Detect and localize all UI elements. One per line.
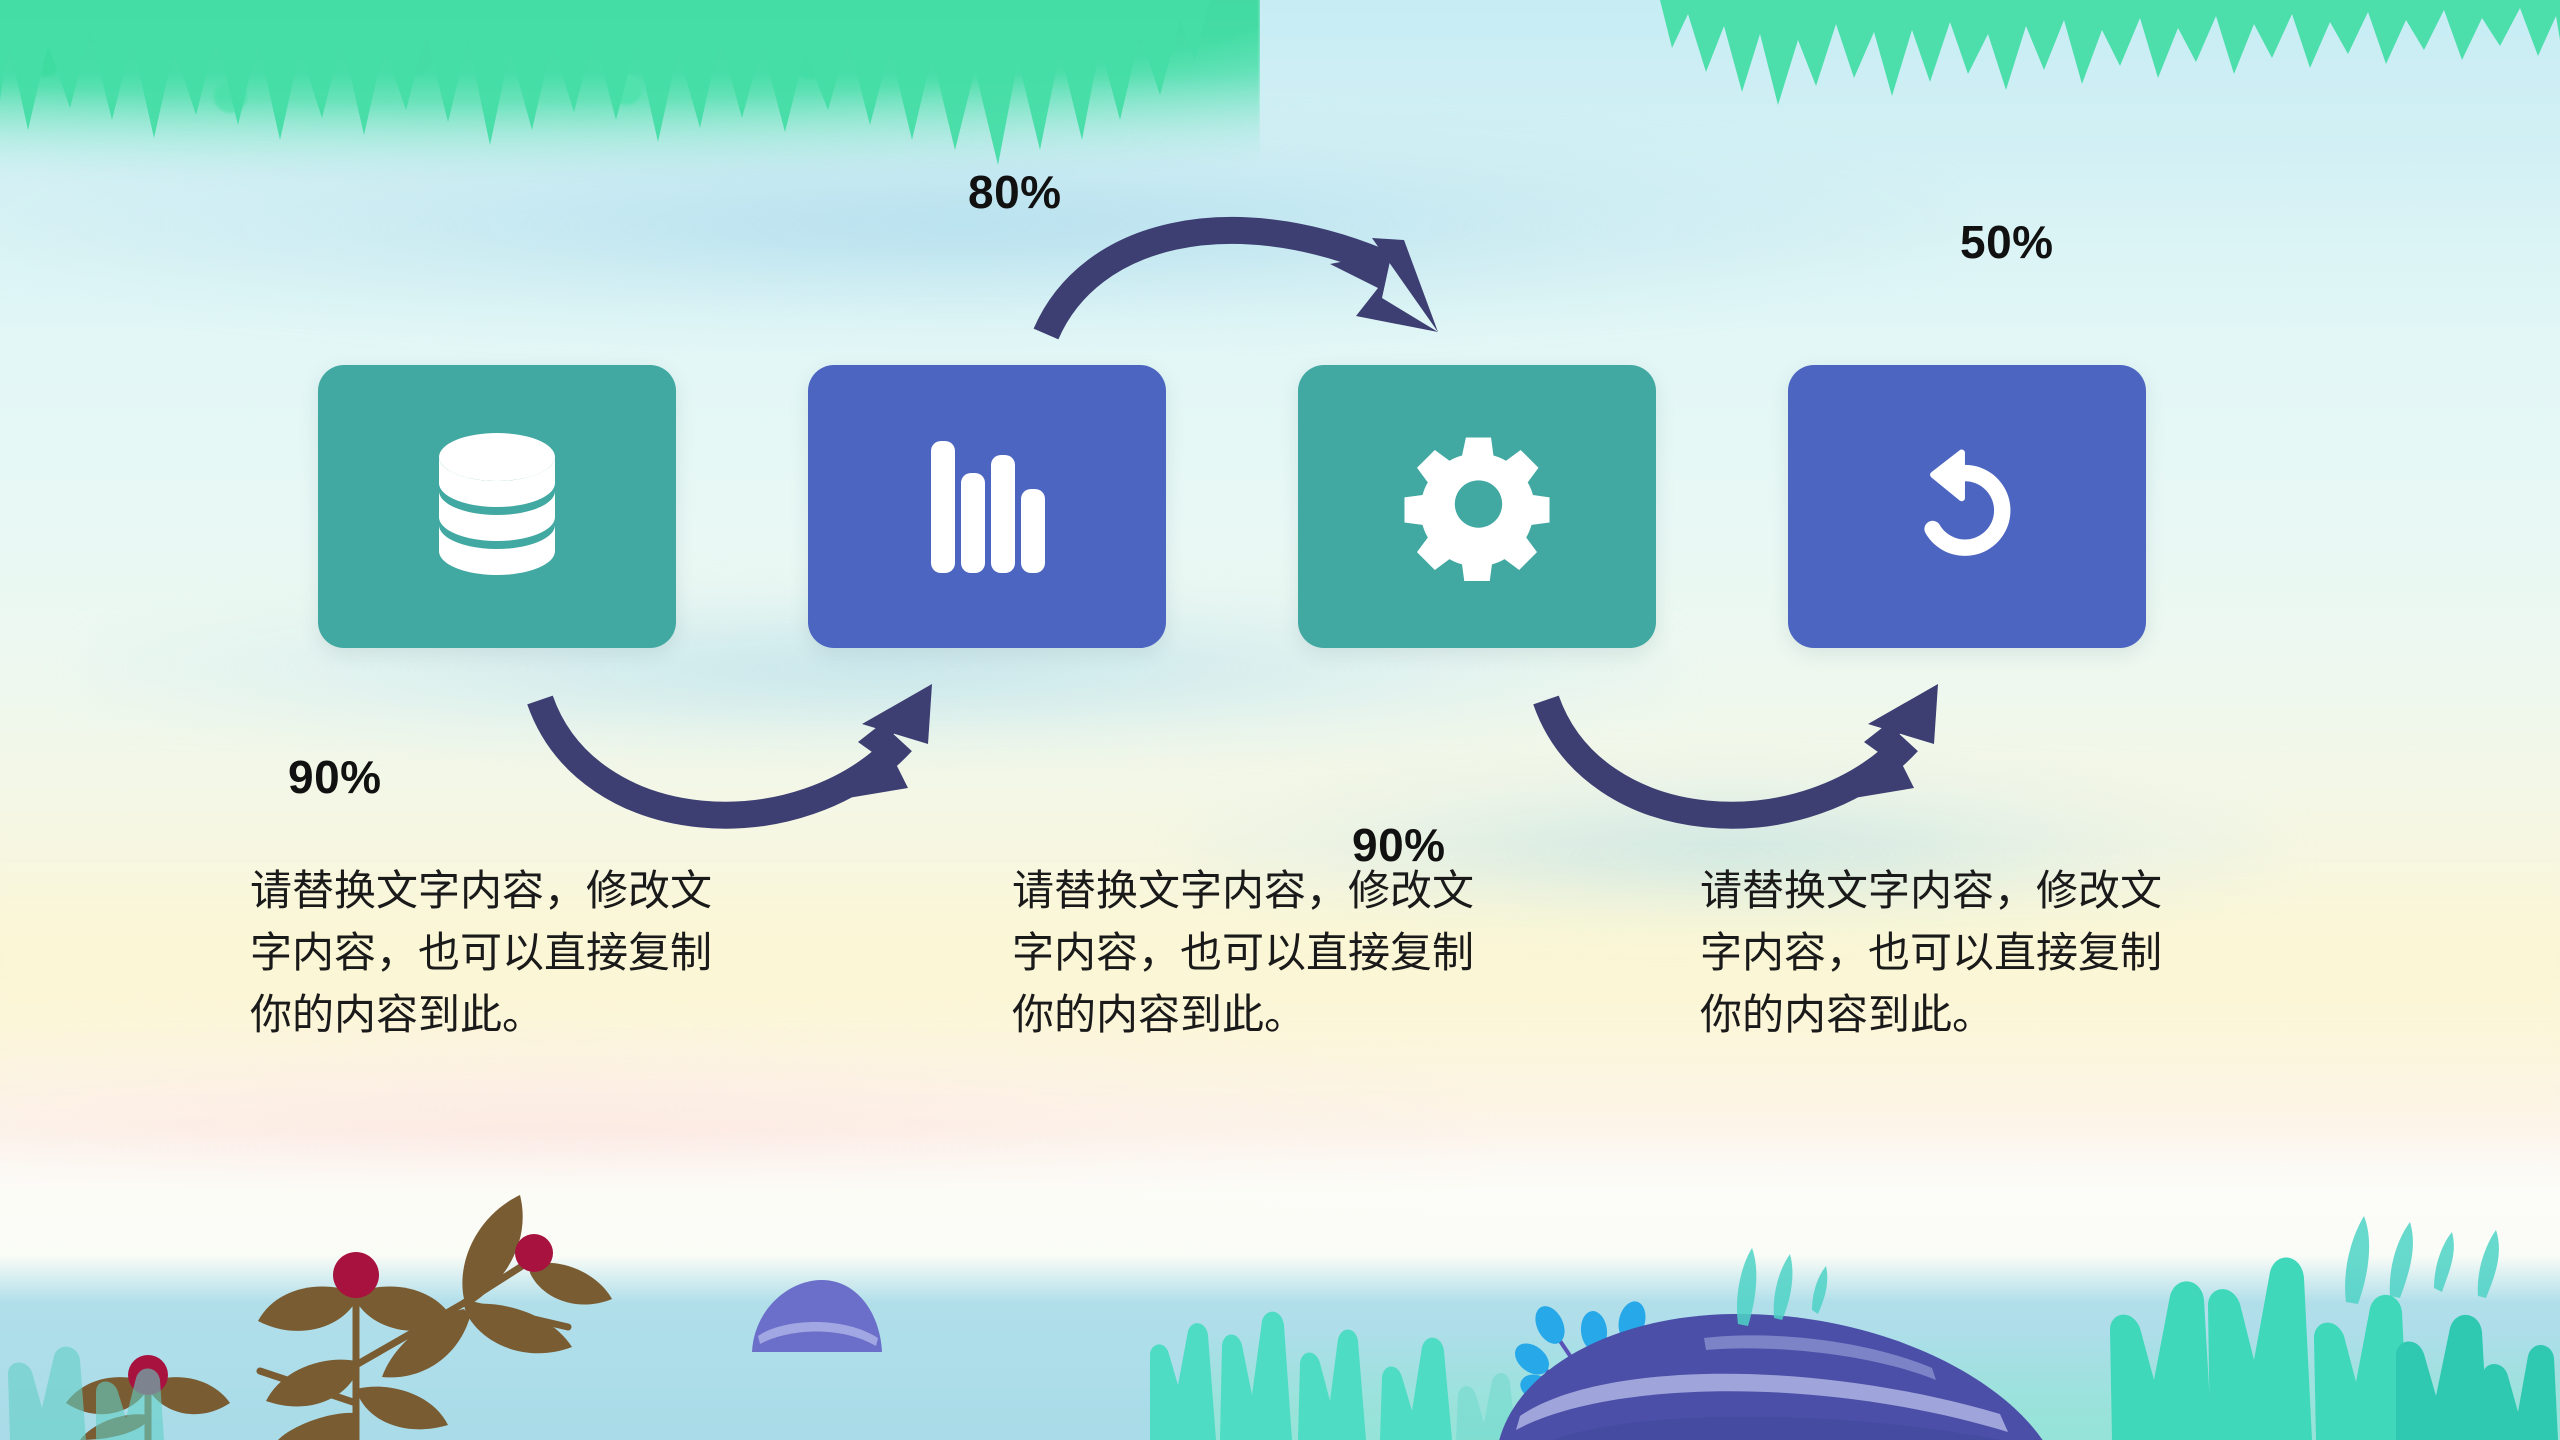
percent-label-50: 50%	[1960, 216, 2054, 268]
gear-icon	[1404, 436, 1550, 581]
text-block-2: 请替换文字内容，修改文字内容，也可以直接复制你的内容到此。	[1012, 866, 1475, 1040]
icon-card-gear[interactable]	[1298, 365, 1656, 648]
undo-icon	[1924, 448, 2011, 556]
text-block-1: 请替换文字内容，修改文字内容，也可以直接复制你的内容到此。	[250, 866, 713, 1040]
percent-label-80: 80%	[968, 166, 1062, 218]
icon-card-undo[interactable]	[1788, 365, 2146, 648]
percent-label-90-middle: 90%	[1352, 819, 1446, 871]
icon-card-database[interactable]	[318, 365, 676, 648]
bar-chart-icon	[931, 440, 1045, 573]
database-icon	[439, 432, 555, 575]
percent-label-90-left: 90%	[288, 751, 382, 803]
icon-card-bar-chart[interactable]	[808, 365, 1166, 648]
icon-card-row	[0, 365, 2560, 655]
text-block-3: 请替换文字内容，修改文字内容，也可以直接复制你的内容到此。	[1700, 866, 2163, 1040]
